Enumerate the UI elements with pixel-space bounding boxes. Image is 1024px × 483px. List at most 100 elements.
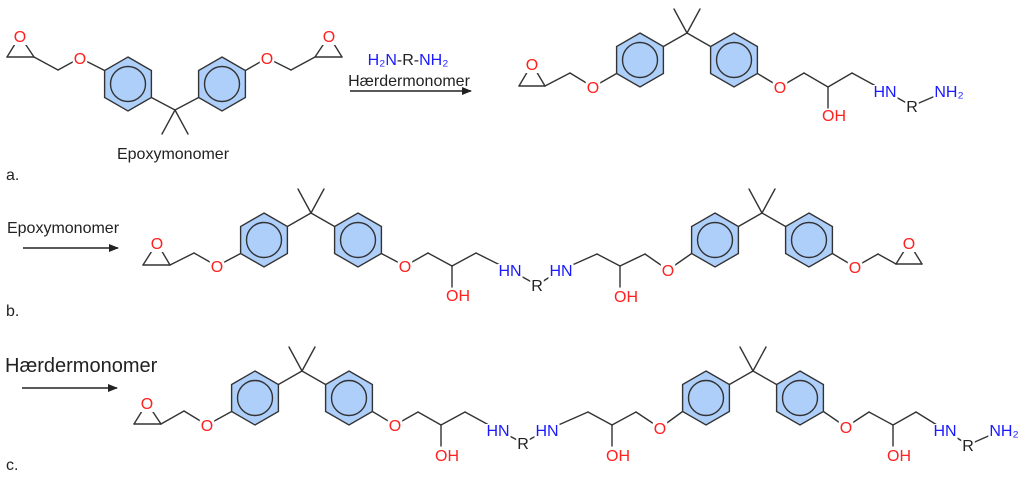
bond (33, 56, 59, 71)
bond (686, 32, 712, 48)
atom-label-background (534, 424, 560, 439)
aromatic-circle (203, 65, 241, 103)
atom-nh2: NH₂ (933, 84, 965, 101)
atom-r: R (905, 99, 919, 116)
atom-label-background (259, 52, 275, 67)
atom-label-background (445, 289, 471, 304)
atom-label-hn: HN (873, 84, 896, 101)
bond (868, 411, 894, 426)
arrow-c-label: Hærdermonomer (5, 355, 158, 377)
atom-hn: HN (872, 84, 898, 101)
atom-label-background (905, 100, 919, 115)
bond (286, 212, 312, 228)
aromatic-circle (687, 379, 725, 417)
atom-label-background (139, 397, 155, 412)
atom-label-background (199, 419, 215, 434)
bond (737, 212, 763, 228)
atom-label-o: O (849, 260, 861, 277)
aromatic-circle (790, 221, 828, 259)
atom-r: R (530, 278, 544, 295)
atom-label-background (961, 439, 975, 454)
atom-label-background (772, 81, 788, 96)
benzene-ring (784, 212, 834, 268)
bond (301, 346, 316, 372)
bond (619, 253, 646, 267)
atom-oh: OH (886, 448, 912, 465)
atom-label-oh: OH (822, 108, 846, 125)
benzene-ring (333, 212, 383, 268)
atom-label-background (387, 419, 403, 434)
aromatic-circle (109, 65, 147, 103)
bond (544, 72, 571, 87)
atom-label-background (530, 279, 544, 294)
benzene-ring (230, 370, 280, 426)
atom-oh: OH (821, 108, 847, 125)
step-a-label: a. (6, 167, 19, 184)
bond (686, 8, 701, 34)
bond (752, 346, 767, 372)
benzene-ring (197, 56, 247, 112)
atom-hn: HN (534, 423, 560, 440)
arrow-b-label: Epoxymonomer (7, 220, 120, 237)
bond (803, 72, 829, 88)
benzene-ring (324, 370, 374, 426)
atom-r: R (961, 438, 975, 455)
atom-label-o: O (74, 51, 86, 68)
atom-o: O (139, 396, 155, 413)
bond (662, 32, 688, 48)
atom-label-background (988, 424, 1020, 439)
atom-label-o: O (141, 396, 153, 413)
atom-oh: OH (434, 448, 460, 465)
reagent-part-amine-1: H₂N (368, 52, 397, 69)
bond (440, 411, 466, 426)
atom-oh: OH (613, 289, 639, 306)
atom-label-background (72, 52, 88, 67)
atom-oh: OH (605, 448, 631, 465)
atom-o: O (660, 263, 676, 280)
bonds-layer (6, 8, 1003, 447)
aromatic-circle (621, 41, 659, 79)
atom-label-background (613, 290, 639, 305)
atom-o: O (321, 29, 337, 46)
bond (290, 56, 316, 71)
atom-o: O (12, 29, 28, 46)
benzene-ring (690, 212, 740, 268)
atom-hn: HN (497, 263, 523, 280)
aromatic-circle (715, 41, 753, 79)
bond (277, 370, 303, 386)
atom-label-background (434, 449, 460, 464)
atom-label-o: O (840, 420, 852, 437)
atom-label-r: R (962, 438, 974, 455)
atom-hn: HN (485, 423, 511, 440)
atom-label-o: O (662, 263, 674, 280)
atom-o: O (524, 57, 540, 74)
atom-label-nh2: NH₂ (989, 423, 1018, 440)
reagent-formula: H₂N-R-NH₂ (368, 52, 449, 69)
aromatic-circle (781, 379, 819, 417)
atom-label-o: O (151, 236, 163, 253)
bond (310, 188, 325, 214)
bond (673, 8, 688, 34)
benzene-ring (681, 370, 731, 426)
bond (297, 188, 312, 214)
atom-oh: OH (445, 288, 471, 305)
aromatic-circle (236, 379, 274, 417)
bond (301, 370, 327, 386)
bond (310, 212, 336, 228)
bond (748, 188, 763, 214)
atom-label-background (585, 81, 601, 96)
atom-label-o: O (201, 418, 213, 435)
bond (611, 411, 637, 426)
atom-label-background (12, 30, 28, 45)
bond (739, 346, 754, 372)
atom-o: O (149, 236, 165, 253)
atom-label-hn: HN (535, 423, 558, 440)
bond (761, 212, 787, 228)
atom-label-r: R (906, 99, 918, 116)
atom-label-background (548, 264, 574, 279)
atom-label-background (872, 85, 898, 100)
benzene-ring (103, 56, 153, 112)
atom-label-hn: HN (498, 263, 521, 280)
bond (150, 96, 176, 111)
bond (587, 411, 613, 426)
